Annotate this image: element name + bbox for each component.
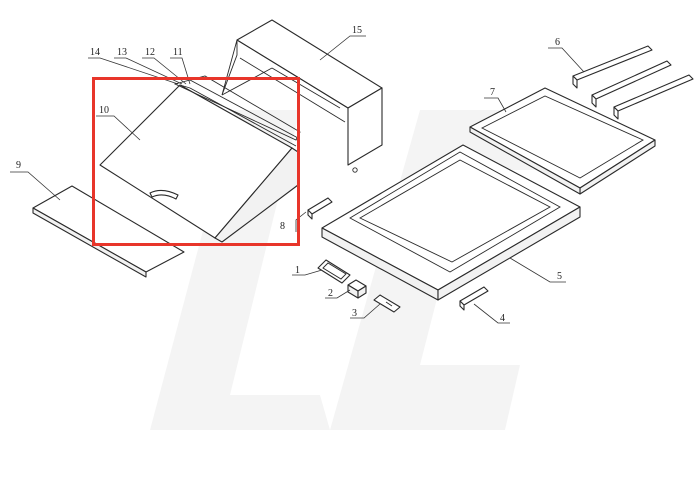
- callout-12: 12: [145, 47, 155, 58]
- callout-6: 6: [555, 37, 560, 48]
- part-8-bracket: [307, 197, 333, 220]
- callout-15: 15: [352, 25, 362, 36]
- part-3-bracket: [373, 294, 401, 313]
- part-5-base-tray: [321, 144, 581, 301]
- part-4-bracket: [459, 286, 489, 311]
- callout-14: 14: [90, 47, 100, 58]
- callout-7: 7: [490, 87, 495, 98]
- callout-3: 3: [352, 308, 357, 319]
- callout-13: 13: [117, 47, 127, 58]
- part-9-bottom-plate: [32, 185, 185, 278]
- callout-4: 4: [500, 313, 505, 324]
- part-15-hood: [221, 19, 383, 173]
- callout-11: 11: [173, 47, 183, 58]
- panel-handle: [149, 189, 179, 200]
- part-2-block: [347, 279, 367, 299]
- part-7-frame: [469, 87, 656, 195]
- leader-lines: [10, 35, 585, 324]
- watermark-logo: [150, 110, 560, 430]
- part-1-plate: [317, 259, 351, 284]
- highlight-box: [92, 77, 300, 246]
- callout-5: 5: [557, 271, 562, 282]
- part-6-bars: [572, 45, 694, 120]
- callout-2: 2: [328, 288, 333, 299]
- callout-1: 1: [295, 265, 300, 276]
- callout-9: 9: [16, 160, 21, 171]
- part-10-front-panel: [99, 84, 299, 243]
- callout-10: 10: [99, 105, 109, 116]
- callout-8: 8: [280, 221, 285, 232]
